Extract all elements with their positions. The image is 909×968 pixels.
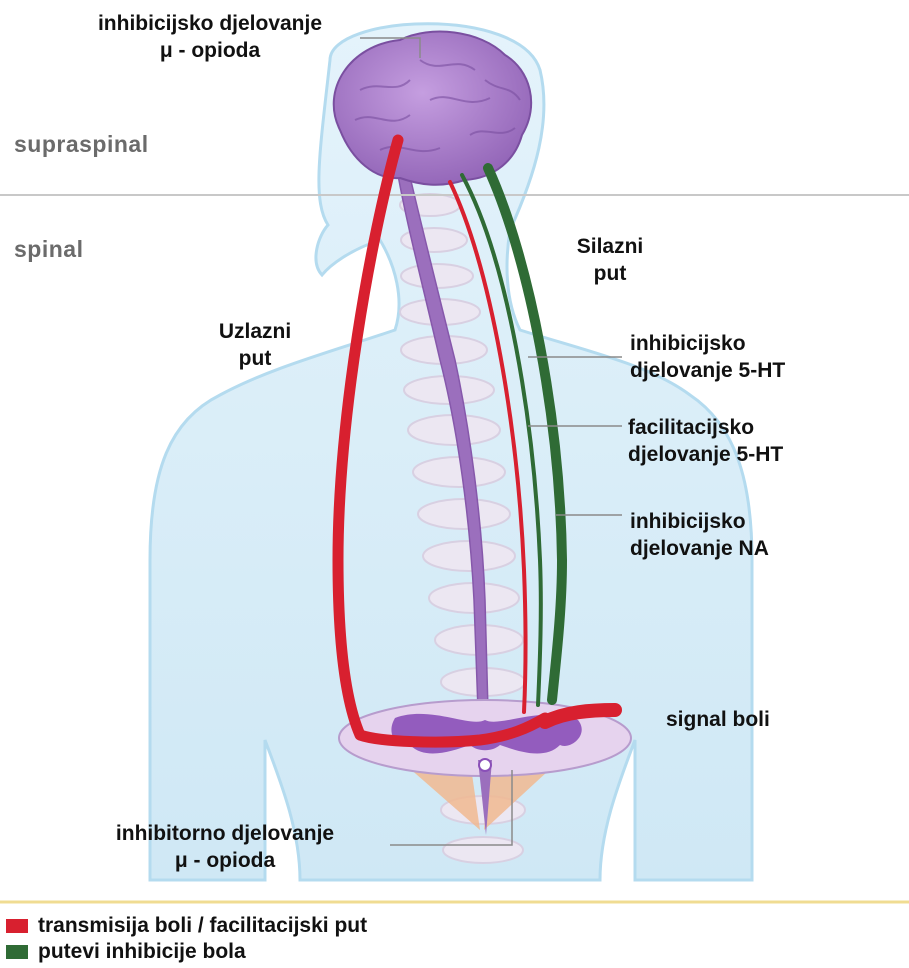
- top-label-line1: inhibicijsko djelovanje: [40, 10, 380, 37]
- legend-text-red: transmisija boli / facilitacijski put: [38, 914, 367, 938]
- top-opioid-label: inhibicijsko djelovanje μ - opioda: [40, 10, 380, 64]
- legend-swatch-red: [6, 919, 28, 933]
- descending-line2: put: [560, 260, 660, 287]
- facilitatory-5ht-label: facilitacijsko djelovanje 5-HT: [628, 414, 783, 468]
- inhibitory-5ht-label: inhibicijsko djelovanje 5-HT: [630, 330, 785, 384]
- inhib-5ht-line2: djelovanje 5-HT: [630, 357, 785, 384]
- bottom-opioid-label: inhibitorno djelovanje μ - opioda: [60, 820, 390, 874]
- facil-5ht-line2: djelovanje 5-HT: [628, 441, 783, 468]
- descending-path-label: Silazni put: [560, 233, 660, 287]
- spinal-label: spinal: [14, 236, 83, 263]
- legend-text-green: putevi inhibicije bola: [38, 940, 246, 964]
- facil-5ht-line1: facilitacijsko: [628, 414, 783, 441]
- top-label-line2: μ - opioda: [40, 37, 380, 64]
- inhib-na-line2: djelovanje NA: [630, 535, 769, 562]
- ascending-path-label: Uzlazni put: [205, 318, 305, 372]
- inhibitory-na-label: inhibicijsko djelovanje NA: [630, 508, 769, 562]
- legend-item-pain-inhibition: putevi inhibicije bola: [6, 940, 246, 964]
- bottom-label-line1: inhibitorno djelovanje: [60, 820, 390, 847]
- pain-signal-label: signal boli: [666, 706, 770, 733]
- bottom-label-line2: μ - opioda: [60, 847, 390, 874]
- inhib-5ht-line1: inhibicijsko: [630, 330, 785, 357]
- ascending-line1: Uzlazni: [205, 318, 305, 345]
- descending-line1: Silazni: [560, 233, 660, 260]
- supraspinal-label: supraspinal: [14, 131, 149, 158]
- legend-swatch-green: [6, 945, 28, 959]
- inhib-na-line1: inhibicijsko: [630, 508, 769, 535]
- legend-item-pain-transmission: transmisija boli / facilitacijski put: [6, 914, 367, 938]
- ascending-line2: put: [205, 345, 305, 372]
